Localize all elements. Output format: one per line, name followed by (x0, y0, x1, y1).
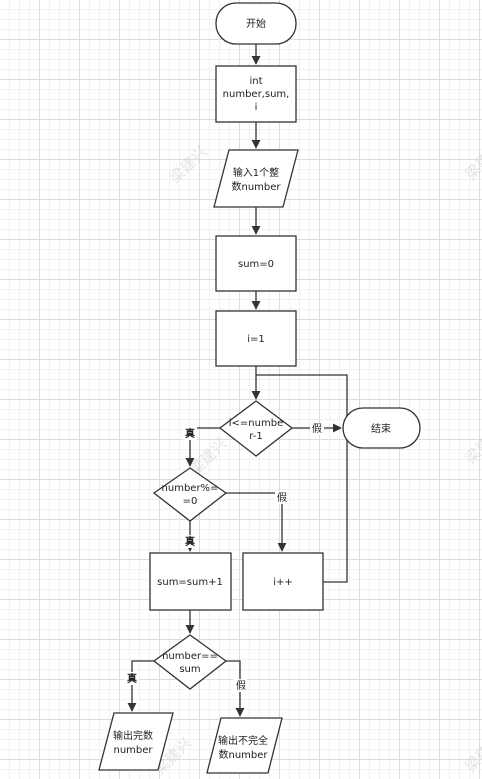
edge-label-mod-false: 假 (277, 491, 287, 504)
loop-cond-line-2: r-1 (249, 431, 262, 442)
mod-condition-node: number%= =0 (152, 467, 228, 522)
sum-init-node: sum=0 (215, 235, 297, 292)
end-label: 结束 (371, 422, 391, 435)
edge-eqcond-outnotperfect (226, 660, 245, 717)
sum-add-label: sum=sum+1 (157, 577, 223, 588)
loop-condition-node: i<=numbe r-1 (218, 400, 294, 457)
eq-cond-line-1: number== (162, 651, 218, 662)
output-perfect-node: 输出完数 number (98, 712, 174, 771)
mod-cond-line-1: number%= (162, 483, 219, 494)
edge-label-eq-true: 真 (127, 672, 137, 685)
out-perfect-line-2: number (113, 745, 153, 756)
edge-label-loop-false: 假 (312, 422, 322, 435)
edges (127, 44, 348, 717)
out-not-perfect-line-1: 输出不完全 (218, 734, 268, 747)
watermark: 梁建兴 (462, 731, 482, 776)
mod-cond-line-2: =0 (183, 496, 198, 507)
out-not-perfect-line-2: 数number (218, 748, 268, 761)
start-node: 开始 (215, 2, 297, 45)
end-node: 结束 (342, 407, 421, 449)
out-perfect-line-1: 输出完数 (113, 729, 153, 742)
i-inc-label: i++ (273, 577, 293, 588)
eq-condition-node: number== sum (152, 634, 228, 690)
edge-label-eq-false: 假 (236, 679, 246, 692)
declare-node: int number,sum, i (215, 65, 297, 123)
i-init-node: i=1 (215, 310, 297, 367)
i-inc-node: i++ (242, 552, 324, 611)
declare-line-1: int (249, 76, 262, 87)
watermark-group: 梁建兴 梁建兴 梁建兴 梁建兴 梁建兴 梁建兴 (151, 139, 482, 778)
edge-iinc-loopback (256, 374, 348, 583)
input-line-2: 数number (231, 180, 281, 193)
watermark: 梁建兴 (166, 143, 211, 188)
output-not-perfect-node: 输出不完全 数number (206, 717, 283, 774)
edge-labels: 假 真 真 假 真 假 (125, 422, 324, 692)
start-label: 开始 (246, 17, 266, 30)
watermark: 梁建兴 (462, 139, 482, 184)
declare-line-2: number,sum, (223, 89, 290, 100)
edge-label-loop-true: 真 (185, 427, 195, 440)
watermark: 梁建兴 (462, 423, 482, 468)
input-node: 输入1个整 数number (213, 149, 299, 208)
input-line-1: 输入1个整 (233, 166, 279, 179)
loop-cond-line-1: i<=numbe (229, 418, 283, 429)
i-init-label: i=1 (247, 334, 265, 345)
edge-modcond-iinc (226, 492, 287, 552)
sum-init-label: sum=0 (238, 259, 274, 270)
declare-line-3: i (255, 102, 258, 113)
sum-add-node: sum=sum+1 (149, 552, 232, 611)
edge-eqcond-outperfect (127, 660, 154, 712)
eq-cond-line-2: sum (179, 664, 200, 675)
edge-label-mod-true: 真 (185, 535, 195, 548)
